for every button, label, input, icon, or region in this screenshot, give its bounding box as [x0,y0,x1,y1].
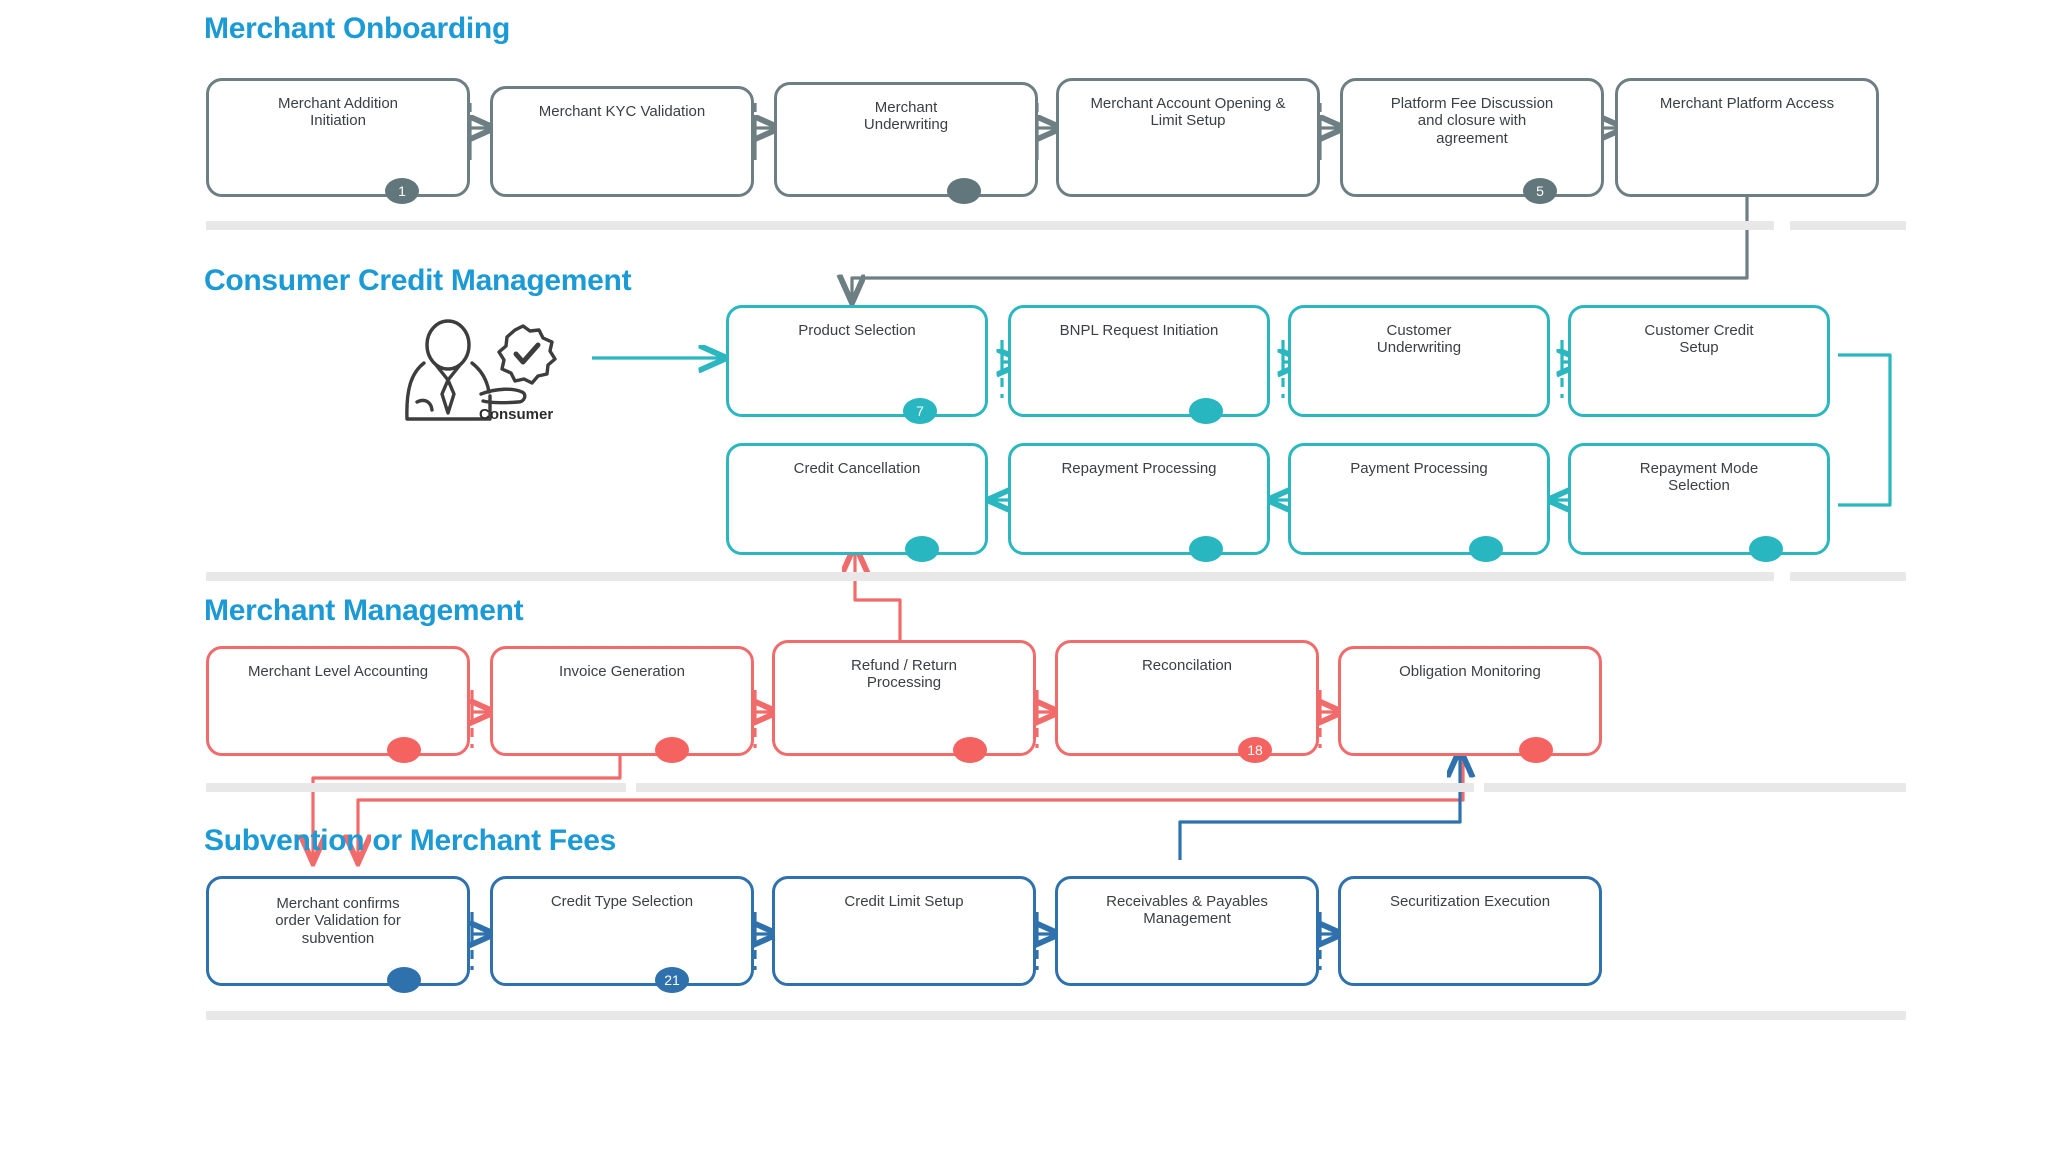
step-label: Merchant Addition Initiation [277,95,399,130]
step-badge [387,967,421,993]
section-title-subvention-or-merchant-fees: Subvention or Merchant Fees [204,824,616,857]
step-box-merchant-level-accounting[interactable]: Merchant Level Accounting [206,646,470,763]
step-box-merchant-platform-access[interactable]: Merchant Platform Access [1615,78,1879,197]
step-label: Obligation Monitoring [1399,663,1541,680]
step-label: Invoice Generation [559,663,685,680]
step-box-receivables-payables-management[interactable]: Receivables & Payables Management [1055,876,1319,986]
step-badge [1519,737,1553,763]
step-label: Platform Fee Discussion and closure with… [1390,95,1554,147]
step-label: Securitization Execution [1389,893,1551,910]
step-label: Repayment Mode Selection [1639,460,1759,495]
section-title-merchant-onboarding: Merchant Onboarding [204,12,510,45]
step-label: Reconcilation [1141,657,1233,674]
step-box-merchant-kyc-validation[interactable]: Merchant KYC Validation [490,86,754,197]
step-box-credit-limit-setup[interactable]: Credit Limit Setup [772,876,1036,986]
step-box-repayment-mode-selection[interactable]: Repayment Mode Selection [1568,443,1830,562]
step-badge [655,737,689,763]
step-label: Merchant Account Opening & Limit Setup [1090,95,1286,130]
step-box-invoice-generation[interactable]: Invoice Generation [490,646,754,763]
step-box-payment-processing[interactable]: Payment Processing [1288,443,1550,562]
step-badge [1189,536,1223,562]
section-title-merchant-management: Merchant Management [204,594,524,627]
step-label: Merchant confirms order Validation for s… [275,895,401,947]
step-badge: 5 [1523,178,1557,204]
step-label: Merchant Level Accounting [247,663,429,680]
step-badge [905,536,939,562]
step-box-credit-cancellation[interactable]: Credit Cancellation [726,443,988,562]
step-badge [387,737,421,763]
step-label: Payment Processing [1350,460,1488,477]
step-label: Merchant KYC Validation [538,103,706,120]
consumer-label: Consumer [479,406,554,423]
step-label: Merchant Underwriting [863,99,949,134]
step-label: Receivables & Payables Management [1106,893,1268,928]
step-box-platform-fee-discussion[interactable]: Platform Fee Discussion and closure with… [1340,78,1604,204]
step-label: Merchant Platform Access [1659,95,1835,112]
step-box-merchant-confirms-order-validation[interactable]: Merchant confirms order Validation for s… [206,876,470,993]
step-label: Refund / Return Processing [851,657,957,692]
step-badge: 7 [903,398,937,424]
step-box-obligation-monitoring[interactable]: Obligation Monitoring [1338,646,1602,763]
section-divider-2b [1790,572,1906,581]
step-box-refund-return-processing[interactable]: Refund / Return Processing [772,640,1036,763]
section-divider-3c [1484,783,1906,792]
step-badge [1189,398,1223,424]
section-divider-1a [206,221,1774,230]
consumer-person-check-icon [405,319,557,421]
step-label: Product Selection [798,322,916,339]
step-badge [947,178,981,204]
consumer-actor: Consumer [395,318,595,430]
step-label: Repayment Processing [1061,460,1217,477]
section-divider-1b [1790,221,1906,230]
step-box-credit-type-selection[interactable]: Credit Type Selection 21 [490,876,754,993]
step-box-customer-credit-setup[interactable]: Customer Credit Setup [1568,305,1830,417]
step-label: Credit Cancellation [793,460,921,477]
step-badge [1469,536,1503,562]
step-box-securitization-execution[interactable]: Securitization Execution [1338,876,1602,986]
step-box-merchant-addition-initiation[interactable]: Merchant Addition Initiation 1 [206,78,470,204]
step-label: Customer Underwriting [1376,322,1462,357]
step-badge [1749,536,1783,562]
section-title-consumer-credit-management: Consumer Credit Management [204,264,632,297]
step-label: Credit Limit Setup [844,893,964,910]
step-badge [953,737,987,763]
step-box-bnpl-request-initiation[interactable]: BNPL Request Initiation [1008,305,1270,424]
step-box-product-selection[interactable]: Product Selection 7 [726,305,988,424]
step-badge: 1 [385,178,419,204]
step-label: BNPL Request Initiation [1059,322,1219,339]
step-label: Credit Type Selection [550,893,694,910]
step-label: Customer Credit Setup [1644,322,1754,357]
step-badge: 21 [655,967,689,993]
step-box-merchant-account-opening-limit-setup[interactable]: Merchant Account Opening & Limit Setup [1056,78,1320,197]
section-divider-3a [206,783,626,792]
step-box-merchant-underwriting[interactable]: Merchant Underwriting [774,82,1038,204]
section-divider-3b [636,783,1474,792]
section-divider-2a [206,572,1774,581]
step-badge: 18 [1238,737,1272,763]
step-box-repayment-processing[interactable]: Repayment Processing [1008,443,1270,562]
section-divider-4 [206,1011,1906,1020]
step-box-reconcilation[interactable]: Reconcilation 18 [1055,640,1319,763]
step-box-customer-underwriting[interactable]: Customer Underwriting [1288,305,1550,417]
